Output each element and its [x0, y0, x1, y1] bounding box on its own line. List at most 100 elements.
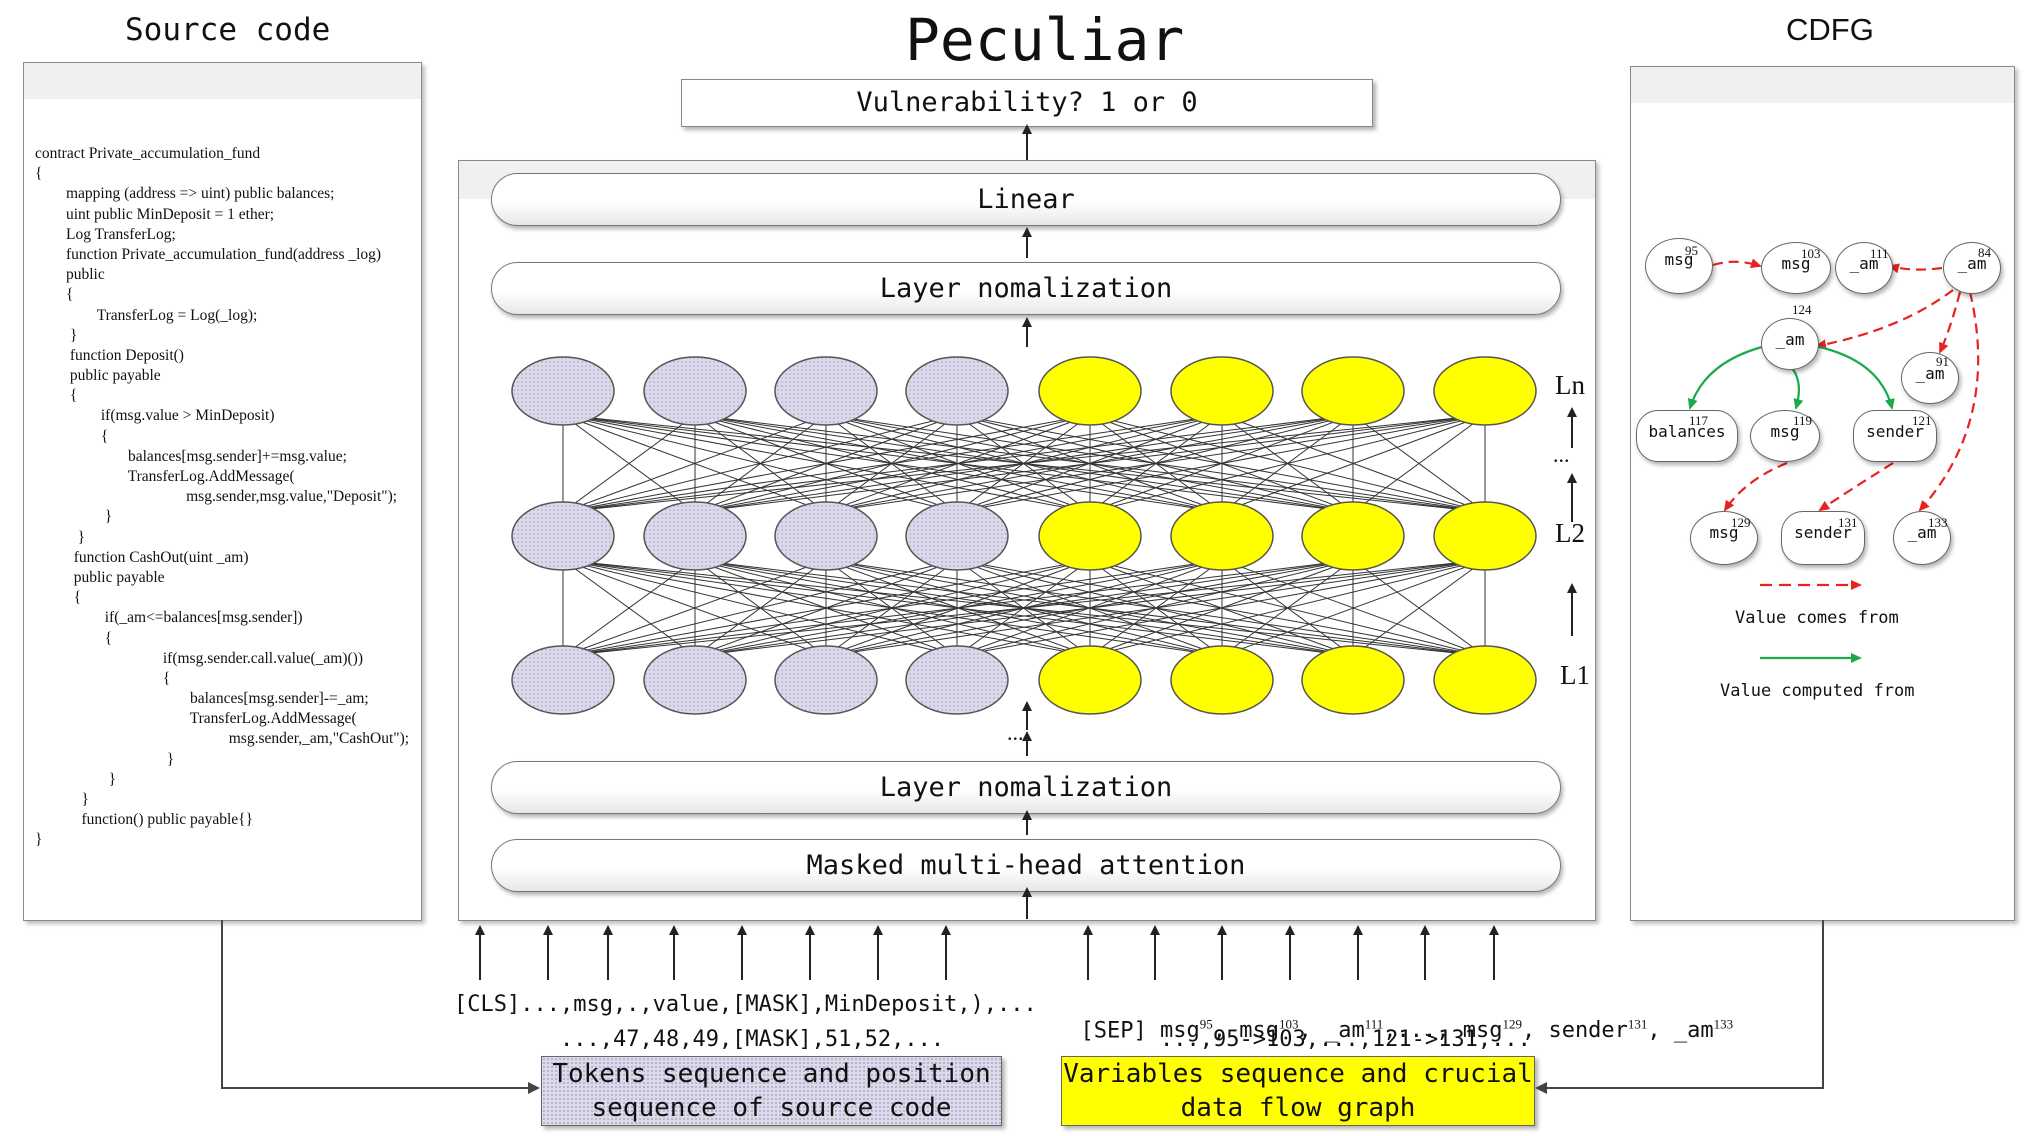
variable-neuron	[1433, 501, 1537, 571]
variable-neuron	[1301, 356, 1405, 426]
code-token-neuron	[905, 501, 1009, 571]
cdfg-node-label: sender	[1794, 523, 1852, 542]
layer-connection	[562, 414, 696, 513]
cdfg-node-id: 131	[1838, 515, 1858, 530]
variable-separator: ,	[1647, 1018, 1661, 1044]
cdfg-node-label: _am	[1775, 330, 1805, 349]
panel-header-bar	[24, 63, 421, 99]
cdfg-node-id: 121	[1912, 413, 1932, 428]
code-line: function Deposit()	[35, 346, 184, 364]
code-token-neuron	[643, 356, 747, 426]
code-line: Log TransferLog;	[35, 225, 176, 243]
layer-connection	[562, 414, 827, 513]
code-token-neuron	[774, 501, 878, 571]
layer-connection	[562, 559, 1354, 657]
edge-84-124	[1815, 289, 1954, 350]
cdfg-node-id: 103	[1801, 246, 1821, 261]
tokens-box-line2: sequence of source code	[591, 1093, 952, 1123]
masked-attention: Masked multi-head attention	[491, 839, 1561, 892]
edge-84-133	[1918, 291, 1980, 512]
cdfg-node-id: 124	[1792, 302, 1812, 317]
cdfg-node-label: _am	[1915, 364, 1945, 383]
layer-connection	[562, 414, 1223, 513]
variable-token: _am	[1311, 1018, 1365, 1044]
variable-token: msg	[1146, 1018, 1200, 1044]
edge-95-103	[1712, 258, 1762, 269]
layer-label-l1: L1	[1560, 660, 1590, 690]
variable-neuron	[1170, 501, 1274, 571]
code-token-neuron	[643, 501, 747, 571]
linear-layer: Linear	[491, 173, 1561, 226]
code-line: {	[35, 165, 43, 183]
layer-connection	[1221, 559, 1486, 657]
layer-label-l2: L2	[1555, 518, 1585, 548]
variable-separator: ,	[1521, 1018, 1536, 1044]
variable-neuron	[1301, 501, 1405, 571]
cdfg-node-id: 133	[1928, 515, 1948, 530]
code-line: function CashOut(uint _am)	[35, 548, 249, 566]
cdfg-node-id: 117	[1689, 413, 1709, 428]
layer-connection	[956, 559, 1486, 657]
variables-box-line1: Variables sequence and crucial	[1063, 1059, 1533, 1089]
code-line: public payable	[35, 568, 165, 586]
edge-119-129	[1723, 461, 1788, 512]
code-token-neuron	[643, 645, 747, 715]
cdfg-node-label: _am	[1849, 254, 1879, 273]
code-token-neuron	[905, 645, 1009, 715]
source-code-panel: contract Private_accumulation_fund{ mapp…	[23, 62, 422, 921]
edge-124-117	[1687, 343, 1771, 410]
code-line: {	[35, 669, 171, 687]
variable-neuron	[1433, 356, 1537, 426]
cdfg-node-id: 129	[1731, 515, 1751, 530]
source-to-tokens-connector	[221, 920, 540, 1094]
layer-connection	[562, 559, 1091, 657]
cdfg-node-id: 95	[1685, 243, 1698, 258]
variable-neuron	[1038, 645, 1142, 715]
cdfg-node-label: _am	[1907, 523, 1937, 542]
code-line: contract Private_accumulation_fund	[35, 145, 261, 162]
cdfg-node-id: 119	[1793, 413, 1813, 428]
main-title: Peculiar	[905, 6, 1185, 74]
layer-norm-bottom: Layer nomalization	[491, 761, 1561, 814]
code-line: }	[35, 770, 117, 788]
code-line: {	[35, 387, 78, 405]
code-token-neuron	[511, 356, 615, 426]
variable-id: 95	[1199, 1017, 1213, 1032]
code-line: {	[35, 589, 82, 607]
cdfg-node-id: 84	[1978, 245, 1991, 260]
layer-label-ln: Ln	[1555, 370, 1585, 400]
variable-neuron	[1038, 501, 1142, 571]
code-line: msg.sender,msg.value,"Deposit");	[35, 488, 398, 506]
code-line: TransferLog = Log(_log);	[35, 306, 258, 324]
layer-connection	[562, 414, 1354, 513]
code-line: }	[35, 750, 175, 768]
layer-norm-top: Layer nomalization	[491, 262, 1561, 315]
variable-neuron	[1301, 645, 1405, 715]
code-line: }	[35, 791, 89, 808]
variable-separator: ,...,	[1383, 1018, 1450, 1044]
variables-box: Variables sequence and crucial data flow…	[1061, 1056, 1535, 1126]
code-line: {	[35, 286, 74, 304]
layer-connection	[562, 559, 1223, 657]
tokens-box: Tokens sequence and position sequence of…	[541, 1056, 1002, 1126]
source-code-listing: contract Private_accumulation_fund{ mapp…	[35, 144, 409, 851]
code-token-neuron	[905, 356, 1009, 426]
code-line: TransferLog.AddMessage(	[35, 468, 295, 485]
legend-value-computed-from: Value computed from	[1720, 681, 1915, 701]
layer-connection	[562, 559, 696, 657]
variable-id: 111	[1364, 1017, 1384, 1032]
cdfg-node-id: 111	[1870, 246, 1889, 261]
code-line: if(msg.sender.call.value(_am)())	[35, 649, 363, 667]
code-line: if(_am<=balances[msg.sender])	[35, 609, 303, 627]
code-token-neuron	[774, 356, 878, 426]
